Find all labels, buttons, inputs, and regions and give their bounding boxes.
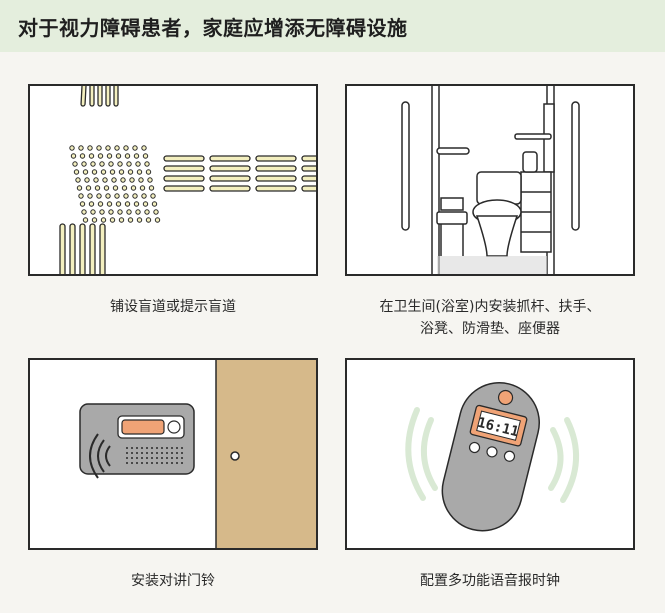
caption-bathroom-line2: 浴凳、防滑垫、座便器 [420,321,560,337]
panel-voice-clock: 16:11 [345,358,635,550]
caption-intercom: 安装对讲门铃 [131,573,215,589]
panel-intercom [28,358,318,550]
panel-bathroom [345,84,635,276]
caption-tactile-paving: 铺设盲道或提示盲道 [110,299,236,315]
caption-bathroom: 在卫生间(浴室)内安装抓杆、扶手、 浴凳、防滑垫、座便器 [345,296,635,340]
caption-bathroom-line1: 在卫生间(浴室)内安装抓杆、扶手、 [379,299,601,315]
intercom-doorbell-icon [79,360,316,548]
caption-voice-clock: 配置多功能语音报时钟 [420,573,560,589]
page-title: 对于视力障碍患者，家庭应增添无障碍设施 [18,16,408,40]
bathroom-grab-bar-icon [401,86,580,274]
header-bar: 对于视力障碍患者，家庭应增添无障碍设施 [0,0,665,52]
voice-clock-icon: 16:11 [405,382,579,532]
tactile-paving-icon [59,86,316,274]
panel-tactile-paving [28,84,318,276]
